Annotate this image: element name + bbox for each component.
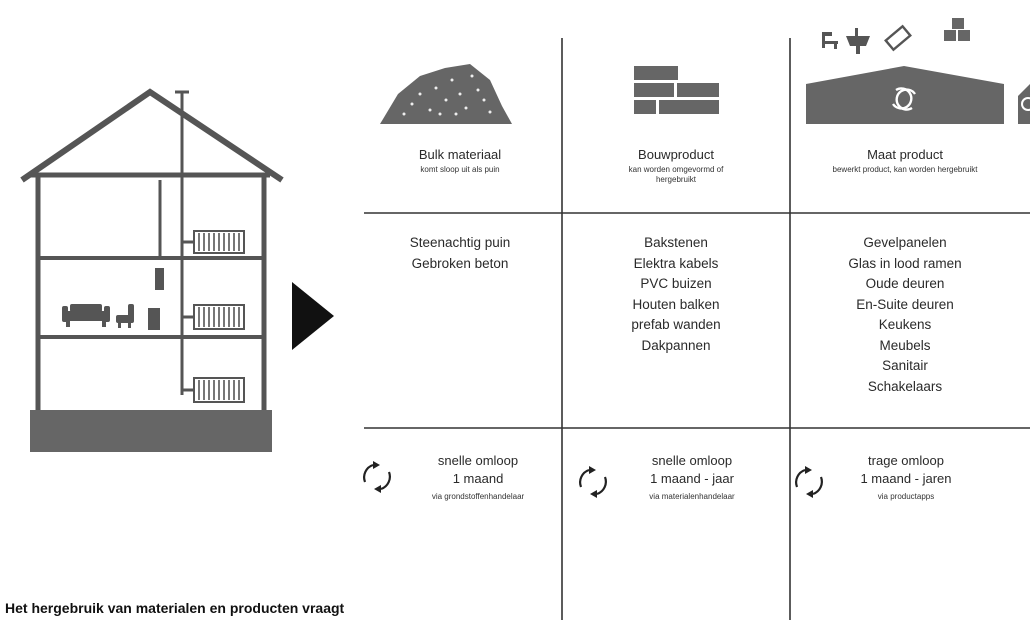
- list-item: prefab wanden: [631, 317, 721, 332]
- column-subtitle: komt sloop uit als puin: [420, 165, 500, 174]
- column-subtitle: bewerkt product, kan worden hergebruikt: [832, 165, 978, 174]
- cycle-arrows-icon: [363, 461, 391, 493]
- list-item: Keukens: [878, 317, 932, 332]
- grid-lines: [364, 38, 1030, 620]
- cycle-info: snelle omloop 1 maand via grondstoffenha…: [398, 452, 558, 501]
- bricks-icon: [634, 66, 719, 114]
- column-subtitle: kan worden omgevormd of hergebruikt: [628, 165, 724, 184]
- cycle-arrows-icon: [892, 87, 916, 111]
- item-list: Steenachtig puin Gebroken beton: [370, 233, 550, 274]
- column-title: Bouwproduct: [638, 147, 714, 162]
- column-title: Bulk materiaal: [418, 147, 502, 162]
- list-item: Sanitair: [882, 358, 928, 373]
- door-icon: [884, 24, 912, 52]
- cycle-info: trage omloop 1 maand - jaren via product…: [826, 452, 986, 501]
- column-title: Maat product: [867, 147, 943, 162]
- list-item: PVC buizen: [640, 276, 712, 291]
- rubble-pile-icon: [380, 64, 512, 124]
- list-item: Oude deuren: [865, 276, 945, 291]
- cycle-speed: trage omloop: [868, 453, 944, 468]
- list-item: Gevelpanelen: [863, 235, 947, 250]
- cycle-info: snelle omloop 1 maand - jaar via materia…: [612, 452, 772, 501]
- list-item: Glas in lood ramen: [848, 255, 962, 271]
- cycle-duration: 1 maand - jaren: [860, 471, 952, 486]
- cycle-speed: snelle omloop: [437, 453, 519, 468]
- cycle-via: via grondstoffenhandelaar: [431, 492, 525, 501]
- list-item: Bakstenen: [644, 235, 708, 250]
- cycle-duration: 1 maand: [452, 471, 504, 486]
- sink-icon: [846, 28, 870, 54]
- play-arrow-icon: [292, 282, 334, 350]
- list-item: Meubels: [879, 337, 931, 353]
- list-item: Steenachtig puin: [409, 235, 511, 250]
- list-item: Gebroken beton: [411, 255, 509, 271]
- list-item: En-Suite deuren: [856, 296, 954, 312]
- radiator-icon: [193, 230, 245, 254]
- armchair-icon: [116, 304, 134, 328]
- radiator-icon: [193, 304, 245, 330]
- list-item: Dakpannen: [641, 337, 711, 353]
- cycle-via: via productapps: [877, 492, 935, 501]
- list-item: Houten balken: [632, 296, 720, 312]
- cycle-speed: snelle omloop: [651, 453, 733, 468]
- boxes-icon: [944, 18, 970, 41]
- cycle-arrows-icon: [579, 466, 607, 498]
- cycle-duration: 1 maand - jaar: [650, 471, 734, 486]
- radiator-icon: [193, 377, 245, 403]
- list-item: Schakelaars: [867, 378, 943, 394]
- warehouse-icon: [806, 66, 1004, 124]
- cycle-arrows-icon: [795, 466, 823, 498]
- sofa-icon: [62, 304, 110, 327]
- list-item: Elektra kabels: [633, 255, 719, 271]
- column-header-bouwproduct: Bouwproduct kan worden omgevormd of herg…: [578, 147, 774, 185]
- cycle-via: via materialenhandelaar: [649, 492, 735, 501]
- item-list: Gevelpanelen Glas in lood ramen Oude deu…: [800, 233, 1010, 397]
- caption: Het hergebruik van materialen en product…: [5, 600, 345, 616]
- house-icon: [20, 88, 284, 452]
- item-list: Bakstenen Elektra kabels PVC buizen Hout…: [578, 233, 774, 356]
- column-header-maatproduct: Maat product bewerkt product, kan worden…: [800, 147, 1010, 175]
- chair-icon: [822, 32, 838, 49]
- column-header-bulk: Bulk materiaal komt sloop uit als puin: [370, 147, 550, 175]
- warehouse-icon: [1018, 84, 1030, 124]
